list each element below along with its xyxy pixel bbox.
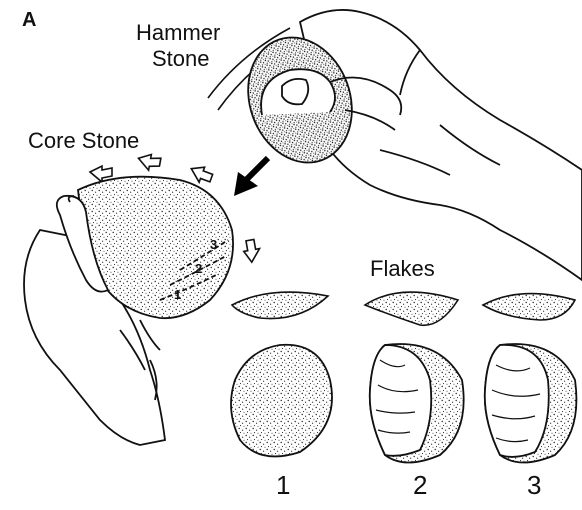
panel-letter: A <box>22 10 36 30</box>
flake-2 <box>365 292 458 325</box>
right-hand-illustration <box>231 10 582 280</box>
flake-3 <box>483 294 575 320</box>
flake-number-1: 1 <box>276 472 290 498</box>
cores-row <box>231 344 576 463</box>
core-stage-1 <box>231 345 332 457</box>
core-scar-number-2: 2 <box>195 262 202 275</box>
core-scar-number-1: 1 <box>174 288 181 301</box>
flake-1 <box>232 292 328 318</box>
core-stage-2 <box>370 344 464 463</box>
hammer-stone-label-line1: Hammer <box>136 22 220 44</box>
core-stage-3 <box>485 344 577 463</box>
strike-arrow <box>234 158 268 196</box>
left-hand-illustration <box>24 177 233 445</box>
hammer-stone-label-line2: Stone <box>152 48 210 70</box>
core-stone-label: Core Stone <box>28 130 139 152</box>
flake-number-3: 3 <box>527 472 541 498</box>
core-scar-number-3: 3 <box>210 238 217 251</box>
flakes-label: Flakes <box>370 258 435 280</box>
flake-number-2: 2 <box>413 472 427 498</box>
flakes-row <box>232 292 575 325</box>
